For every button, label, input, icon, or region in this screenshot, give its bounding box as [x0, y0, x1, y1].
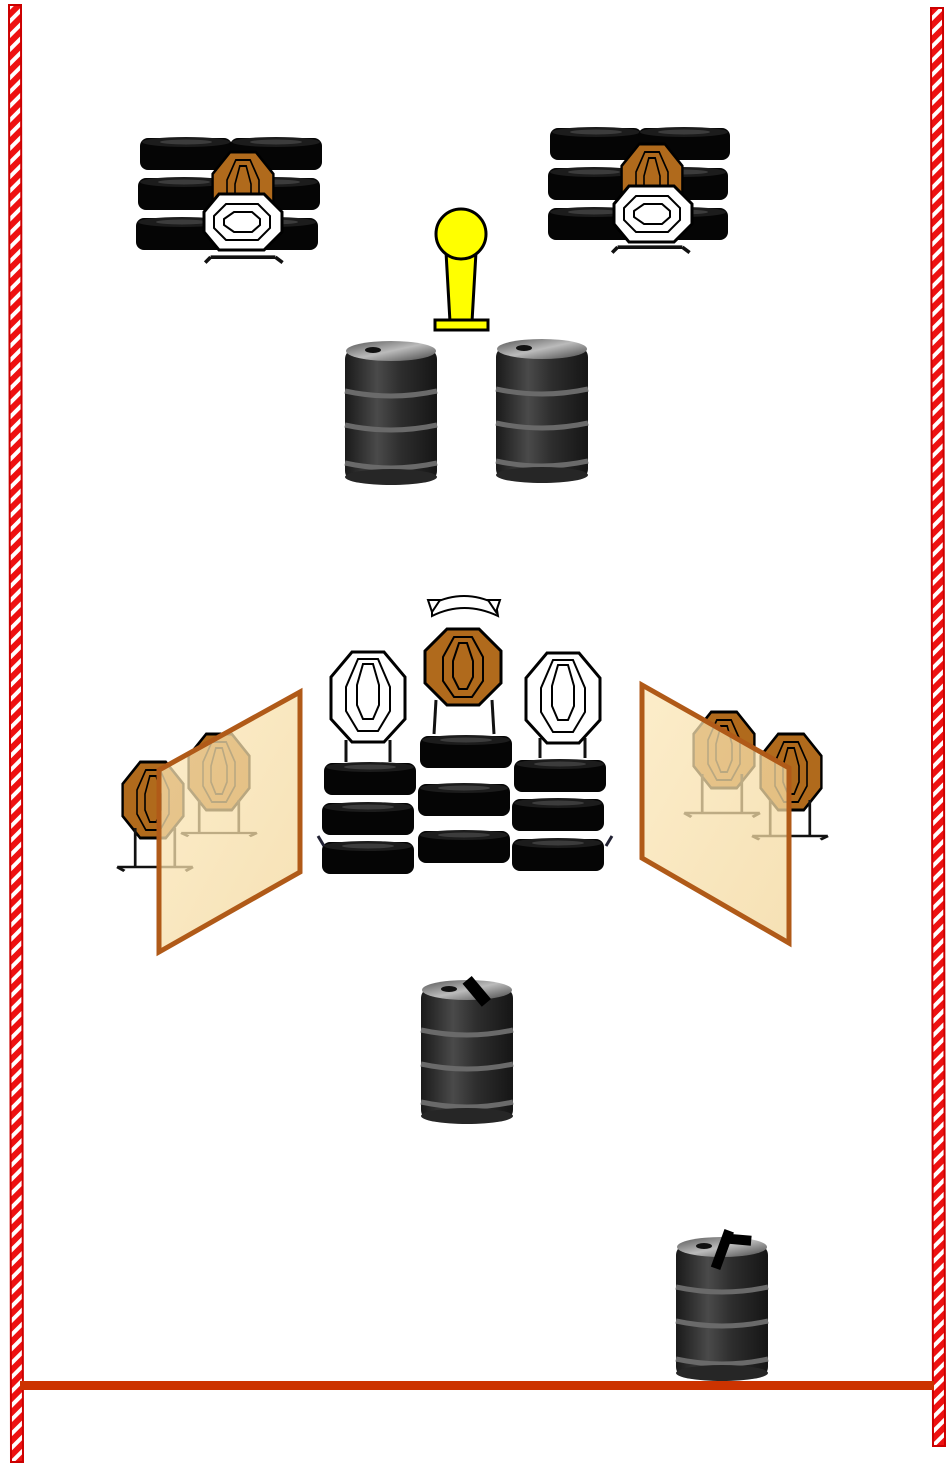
- tire-stack-far-left: [136, 137, 322, 265]
- center-tire-stacks: [316, 735, 614, 874]
- paper-target-right: [524, 651, 602, 758]
- popper-swinger-target: [423, 595, 503, 735]
- side-boundary-left: [7, 4, 25, 1463]
- hard-cover-panel-right: [639, 680, 792, 948]
- barrel-with-pistol: [676, 1229, 768, 1381]
- hard-cover-panel-left: [156, 687, 303, 957]
- barrel-left: [345, 341, 437, 485]
- pistol-icon: [710, 1229, 752, 1271]
- side-boundary-right: [929, 7, 947, 1447]
- start-position-marker: [433, 207, 490, 332]
- paper-target-far-left: [202, 192, 284, 252]
- rotation-arrow-icon: [426, 595, 502, 618]
- paper-target-left: [329, 650, 407, 762]
- barrel-right: [496, 339, 588, 483]
- fault-line: [20, 1381, 934, 1390]
- paper-target-far-right: [612, 184, 694, 244]
- magazine-icon: [462, 976, 492, 1007]
- tire-stack-far-right: [548, 127, 730, 255]
- barrel-with-magazine: [421, 976, 513, 1124]
